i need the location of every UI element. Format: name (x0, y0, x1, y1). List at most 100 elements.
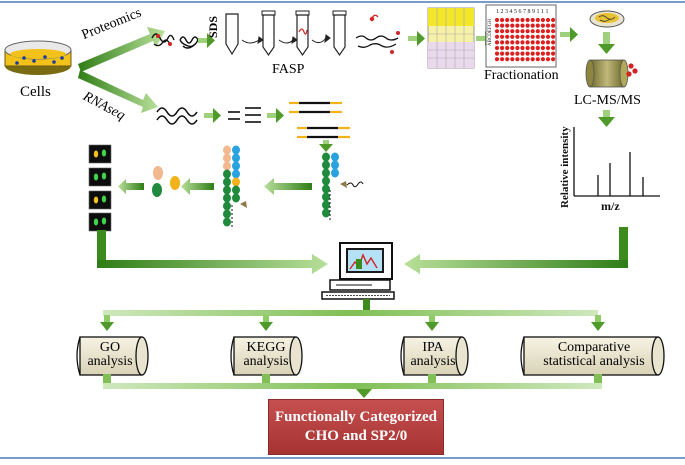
result-line2: CHO and SP2/0 (304, 428, 408, 444)
well (494, 17, 500, 23)
proteomics-arrow (78, 27, 165, 72)
well (540, 34, 546, 39)
go-line1: GO (99, 340, 121, 355)
bead (223, 209, 231, 219)
well (535, 40, 540, 45)
cylinder-start (520, 336, 525, 376)
fluorescence-spot (93, 218, 99, 226)
cylinder-body (79, 336, 143, 376)
fasp-tube-2-icon (295, 10, 310, 57)
well (525, 40, 530, 45)
bead (223, 193, 231, 203)
well (530, 34, 535, 39)
cylinder-end (651, 336, 665, 376)
well (551, 34, 556, 39)
arrow-to-gel (408, 31, 425, 46)
well (545, 45, 551, 51)
arrow-down-to-sequencing (319, 140, 333, 152)
bead (322, 176, 330, 186)
tube-arrow-1 (241, 36, 264, 44)
well (525, 17, 530, 23)
well (505, 57, 510, 62)
well (520, 17, 525, 23)
plate-wells (494, 17, 556, 62)
well (551, 40, 556, 45)
mz-label: m/z (601, 199, 620, 213)
fractionation-label: Fractionation (484, 68, 559, 83)
well (530, 23, 535, 28)
free-beads-icon (152, 166, 180, 197)
well (530, 17, 535, 23)
well-plate-icon (485, 4, 557, 68)
polymerase-squiggle (340, 181, 364, 188)
ipa-analysis-label: IPA analysis (404, 341, 462, 369)
left-to-computer-arrow (97, 230, 328, 274)
well (515, 45, 520, 51)
well (551, 51, 556, 56)
polymerase (240, 201, 247, 208)
bead (232, 193, 240, 203)
well (500, 57, 505, 62)
well (540, 40, 546, 45)
well (551, 29, 556, 34)
arrow-to-sds (198, 33, 215, 48)
well (515, 51, 520, 56)
well (530, 51, 535, 56)
well (525, 51, 530, 56)
bead (223, 169, 231, 179)
well (525, 45, 530, 51)
arrow-down-to-spectrum (598, 110, 615, 127)
well (520, 23, 525, 28)
well (551, 45, 556, 51)
arrow-left-1 (264, 178, 312, 195)
fluorescence-spot (93, 196, 99, 204)
cylinder-end (135, 336, 149, 376)
fluorescence-spot (101, 172, 107, 180)
plate-column-labels: 1 2 3 4 5 6 7 8 9 1 1 1 (496, 9, 549, 15)
well (545, 40, 551, 45)
bead (232, 161, 240, 171)
rnaseq-arrow (78, 70, 158, 113)
well (494, 57, 500, 62)
cells-label: Cells (20, 84, 51, 100)
cylinder-body (233, 336, 297, 376)
well (535, 45, 540, 51)
drop-arrow (425, 322, 439, 331)
comparative-line2: statistical analysis (543, 354, 645, 369)
fluorescence-tile (88, 212, 112, 232)
well (530, 40, 535, 45)
well (520, 34, 525, 39)
well (520, 29, 525, 34)
well (540, 51, 546, 56)
arrow-to-library (267, 108, 284, 123)
result-line1: Functionally Categorized (274, 409, 438, 425)
well (510, 34, 515, 39)
well (510, 40, 515, 45)
drop-arrow (259, 322, 273, 331)
sample-vial-icon (589, 10, 625, 28)
kegg-line2: analysis (243, 354, 289, 369)
fasp-label: FASP (272, 62, 305, 77)
well (535, 29, 540, 34)
well (545, 17, 551, 23)
bead (331, 152, 339, 162)
bead (223, 177, 231, 187)
fractionation-gel-icon (427, 7, 475, 69)
drop-stem (104, 315, 110, 324)
bead (322, 152, 330, 162)
comparative-line1: Comparative (557, 340, 631, 355)
well (515, 34, 520, 39)
well (545, 29, 551, 34)
well (505, 45, 510, 51)
analysis-cylinders (76, 336, 665, 376)
drop-stem (429, 315, 435, 324)
well (535, 51, 540, 56)
arrow-to-fragments (204, 108, 221, 123)
bead (322, 200, 330, 210)
well (505, 40, 510, 45)
well (500, 34, 505, 39)
well (551, 17, 556, 23)
protein-mixture-icon (151, 33, 199, 49)
well (494, 23, 500, 28)
